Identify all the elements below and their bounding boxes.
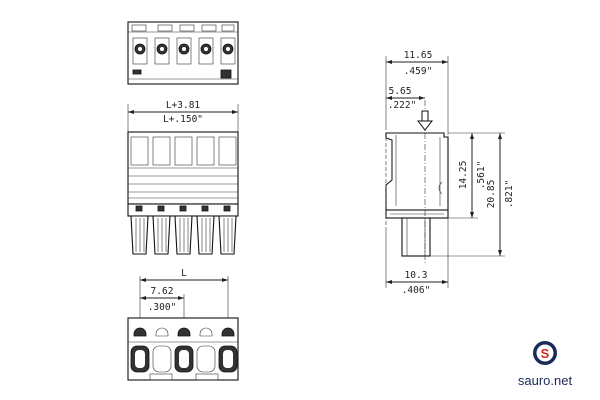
bottom-view — [127, 317, 239, 381]
dim-bottom-width-in: .406" — [402, 285, 431, 296]
front-view — [127, 131, 239, 255]
dim-height-2-mm: 20.85 — [486, 180, 497, 209]
side-view — [385, 100, 449, 265]
dim-height-1-mm: 14.25 — [458, 161, 469, 190]
dim-side-offset-mm: 5.65 — [389, 86, 412, 97]
dim-height-2-in: .821" — [504, 180, 515, 209]
bottom-view-openings — [130, 345, 238, 373]
dim-pitch-L: L — [139, 268, 229, 318]
svg-text:S: S — [541, 346, 550, 361]
dim-side-width-mm: 11.65 — [404, 50, 433, 61]
dim-height-1-in: .561" — [476, 161, 487, 190]
dim-side-offset-in: .222" — [388, 100, 417, 111]
dim-pitch-in: .300" — [148, 302, 177, 313]
dim-top-width: L+3.81 L+.150" — [127, 100, 239, 132]
logo-text: sauro.net — [518, 373, 573, 388]
dim-height-1: 14.25 .561" — [448, 132, 487, 219]
s-circle-logo-icon: S — [533, 341, 557, 365]
dim-side-width-in: .459" — [404, 66, 433, 77]
sauro-logo: S sauro.net — [518, 341, 573, 388]
dim-side-width: 11.65 .459" — [385, 50, 449, 135]
dim-pitch-mm: 7.62 — [151, 286, 174, 297]
front-view-pins — [130, 215, 237, 255]
side-view-body — [385, 132, 449, 211]
dim-bottom-width: 10.3 .406" — [385, 218, 449, 296]
dim-side-offset: 5.65 .222" — [386, 86, 425, 111]
dim-height-2: 20.85 .821" — [430, 132, 515, 257]
top-view-terminals — [132, 37, 236, 65]
insertion-arrow-icon — [416, 110, 434, 131]
dim-pitch: 7.62 .300" — [140, 286, 185, 318]
dim-top-width-mm: L+3.81 — [166, 100, 201, 111]
dim-bottom-width-mm: 10.3 — [405, 270, 428, 281]
top-view — [127, 21, 239, 85]
dim-pitch-L-label: L — [181, 268, 187, 279]
dim-top-width-in: L+.150" — [163, 114, 203, 125]
